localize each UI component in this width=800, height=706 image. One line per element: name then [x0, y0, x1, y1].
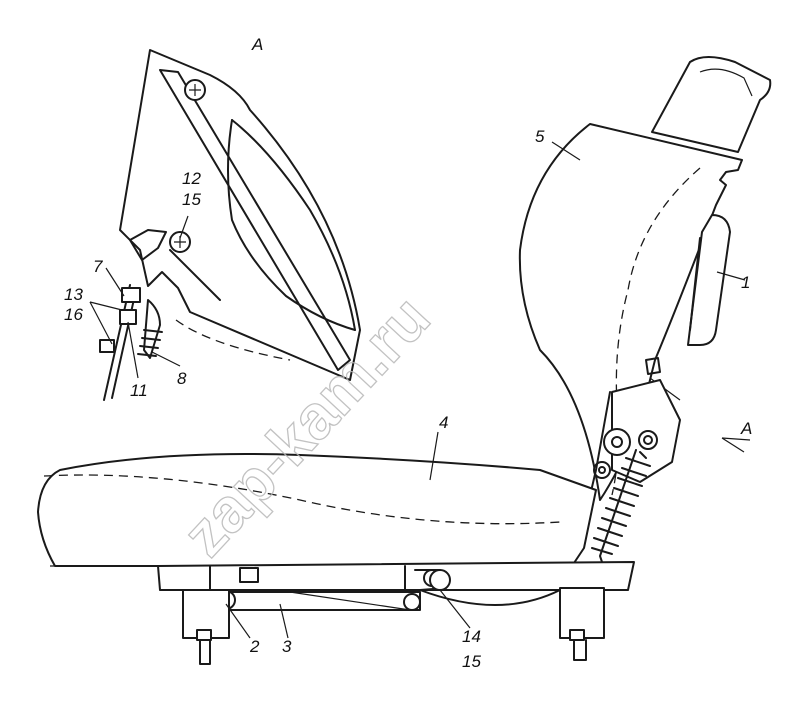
label-part-1: 1 — [741, 273, 750, 292]
headrest — [651, 56, 772, 153]
recline-lever — [645, 214, 731, 401]
label-part-15-lower: 15 — [462, 652, 481, 671]
part-labels: A A 1 5 4 2 3 14 15 12 15 7 13 16 8 11 — [64, 35, 752, 671]
label-part-16: 16 — [64, 305, 83, 324]
label-part-3: 3 — [282, 637, 292, 656]
label-part-11: 11 — [130, 381, 148, 400]
label-part-5: 5 — [535, 127, 545, 146]
label-part-7: 7 — [93, 257, 103, 276]
label-part-15-upper: 15 — [182, 190, 201, 209]
label-part-8: 8 — [177, 369, 187, 388]
label-view-a-arrow: A — [740, 419, 752, 438]
label-part-13: 13 — [64, 285, 83, 304]
label-part-12: 12 — [182, 169, 201, 188]
label-part-14: 14 — [462, 627, 481, 646]
detail-view-a — [99, 49, 361, 401]
label-part-2: 2 — [249, 637, 260, 656]
seat-legs — [182, 587, 605, 665]
seat-cushion — [37, 453, 597, 567]
label-view-a: A — [251, 35, 263, 54]
label-part-4: 4 — [439, 413, 448, 432]
leader-lines — [89, 141, 751, 639]
